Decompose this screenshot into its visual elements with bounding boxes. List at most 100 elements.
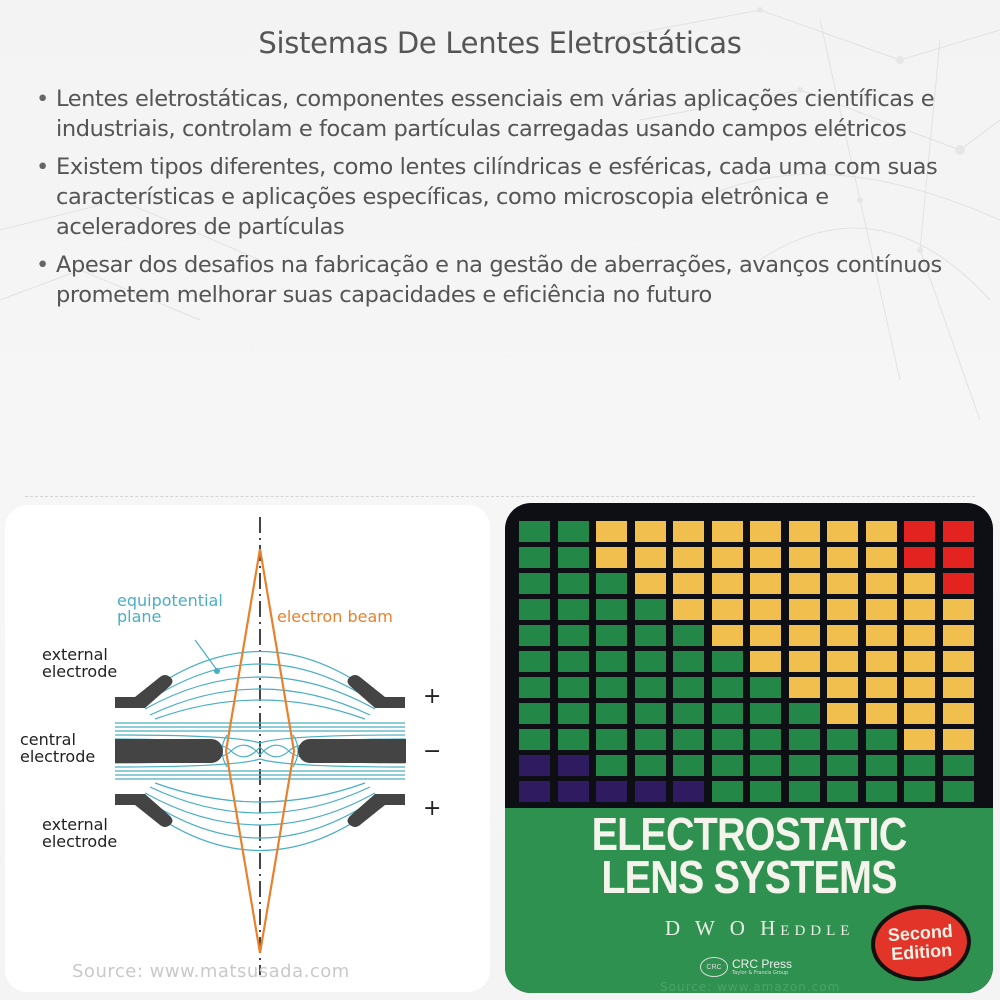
grid-cell	[865, 625, 897, 646]
grid-cell	[904, 677, 935, 698]
grid-cell	[788, 521, 820, 542]
grid-cell	[788, 781, 820, 802]
grid-cell	[904, 729, 935, 750]
external-electrode-top-left	[115, 675, 173, 708]
grid-cell	[942, 625, 974, 646]
grid-cell	[519, 651, 550, 672]
grid-cell	[711, 651, 743, 672]
grid-cell	[865, 521, 897, 542]
grid-cell	[865, 651, 897, 672]
publisher-block: CRC CRC Press Taylor & Francis Group	[700, 957, 792, 977]
grid-cell	[557, 521, 589, 542]
grid-cell	[865, 677, 897, 698]
grid-cell	[711, 755, 743, 776]
grid-cell	[904, 599, 935, 620]
grid-cell	[904, 781, 935, 802]
grid-cell	[673, 703, 704, 724]
grid-cell	[865, 781, 897, 802]
grid-cell	[942, 729, 974, 750]
external-electrode-bottom-left	[115, 794, 173, 827]
grid-cell	[634, 651, 666, 672]
grid-cell	[634, 677, 666, 698]
grid-cell	[942, 781, 974, 802]
grid-cell	[711, 703, 743, 724]
grid-cell	[904, 651, 935, 672]
grid-cell	[904, 547, 935, 568]
bullet-item: Existem tipos diferentes, como lentes ci…	[34, 152, 974, 242]
grid-cell	[557, 547, 589, 568]
external-electrode-bottom-label: external	[42, 815, 108, 834]
grid-cell	[827, 521, 858, 542]
grid-cell	[942, 547, 974, 568]
grid-cell	[519, 703, 550, 724]
grid-cell	[557, 651, 589, 672]
plane-label: plane	[117, 607, 161, 626]
bullet-item: Lentes eletrostáticas, componentes essen…	[34, 84, 974, 144]
external-electrode-top-label: external	[42, 645, 108, 664]
grid-cell	[557, 625, 589, 646]
book-title: ELECTROSTATIC LENS SYSTEMS	[591, 808, 908, 903]
grid-cell	[788, 599, 820, 620]
book-author: D W O Heddle	[665, 916, 855, 940]
grid-cell	[557, 729, 589, 750]
grid-cell	[865, 547, 897, 568]
svg-text:electrode: electrode	[42, 832, 117, 851]
grid-cell	[557, 573, 589, 594]
grid-cell	[711, 625, 743, 646]
grid-cell	[634, 755, 666, 776]
grid-cell	[904, 521, 935, 542]
grid-cell	[788, 755, 820, 776]
cover-title-panel: ELECTROSTATIC LENS SYSTEMS D W O Heddle …	[505, 808, 993, 993]
grid-cell	[673, 729, 704, 750]
grid-cell	[942, 521, 974, 542]
grid-cell	[634, 547, 666, 568]
grid-cell	[673, 755, 704, 776]
grid-cell	[519, 573, 550, 594]
electrodes	[115, 675, 406, 827]
grid-cell	[750, 521, 781, 542]
grid-cell	[711, 677, 743, 698]
electrostatic-lens-diagram: equipotential plane electron beam extern…	[20, 517, 441, 975]
bullet-list: Lentes eletrostáticas, componentes essen…	[34, 84, 974, 318]
grid-cell	[827, 651, 858, 672]
grid-cell	[673, 625, 704, 646]
external-electrode-top-right	[347, 675, 405, 708]
grid-cell	[519, 781, 550, 802]
grid-cell	[788, 573, 820, 594]
grid-cell	[673, 573, 704, 594]
grid-cell	[673, 651, 704, 672]
grid-cell	[942, 677, 974, 698]
grid-cell	[634, 573, 666, 594]
plus-sign-bottom: +	[423, 796, 441, 821]
minus-sign: −	[423, 739, 441, 764]
grid-cell	[711, 521, 743, 542]
edition-badge: Second Edition	[868, 901, 974, 985]
grid-cell	[750, 573, 781, 594]
equipotential-label: equipotential	[117, 591, 223, 610]
grid-cell	[942, 599, 974, 620]
external-electrode-bottom-right	[347, 794, 405, 827]
grid-cell	[634, 521, 666, 542]
grid-cell	[519, 677, 550, 698]
grid-cell	[596, 521, 627, 542]
grid-cell	[596, 781, 627, 802]
grid-cell	[596, 651, 627, 672]
grid-cell	[673, 547, 704, 568]
grid-cell	[557, 677, 589, 698]
page-title: Sistemas De Lentes Eletrostáticas	[258, 26, 742, 60]
publisher-subtitle: Taylor & Francis Group	[732, 970, 789, 976]
grid-cell	[519, 599, 550, 620]
electron-beam	[224, 548, 296, 954]
grid-cell	[711, 599, 743, 620]
source-credit-left: Source: www.matsusada.com	[72, 961, 350, 982]
grid-cell	[596, 625, 627, 646]
bullet-item: Apesar dos desafios na fabricação e na g…	[34, 250, 974, 310]
grid-cell	[634, 625, 666, 646]
grid-cell	[750, 781, 781, 802]
grid-cell	[634, 781, 666, 802]
grid-cell	[788, 547, 820, 568]
svg-text:electrode: electrode	[20, 747, 95, 766]
color-block-grid	[519, 521, 974, 802]
grid-cell	[634, 729, 666, 750]
grid-cell	[596, 755, 627, 776]
